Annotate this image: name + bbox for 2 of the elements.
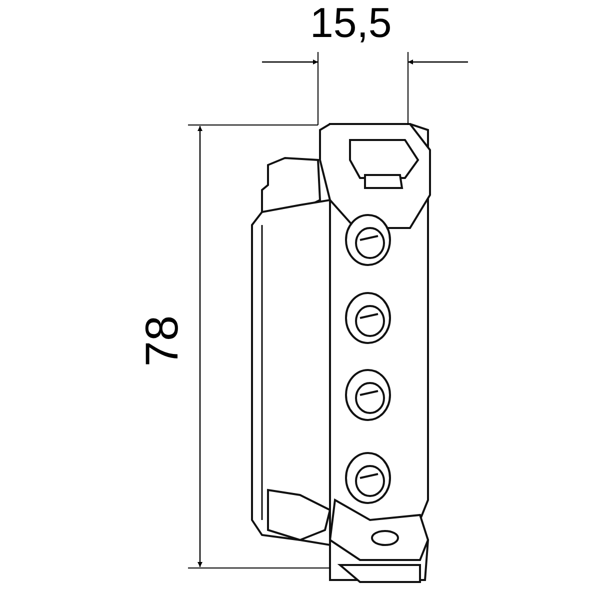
dimension-label: 15,5 — [310, 2, 392, 44]
dimension-label: 78 — [138, 315, 185, 367]
